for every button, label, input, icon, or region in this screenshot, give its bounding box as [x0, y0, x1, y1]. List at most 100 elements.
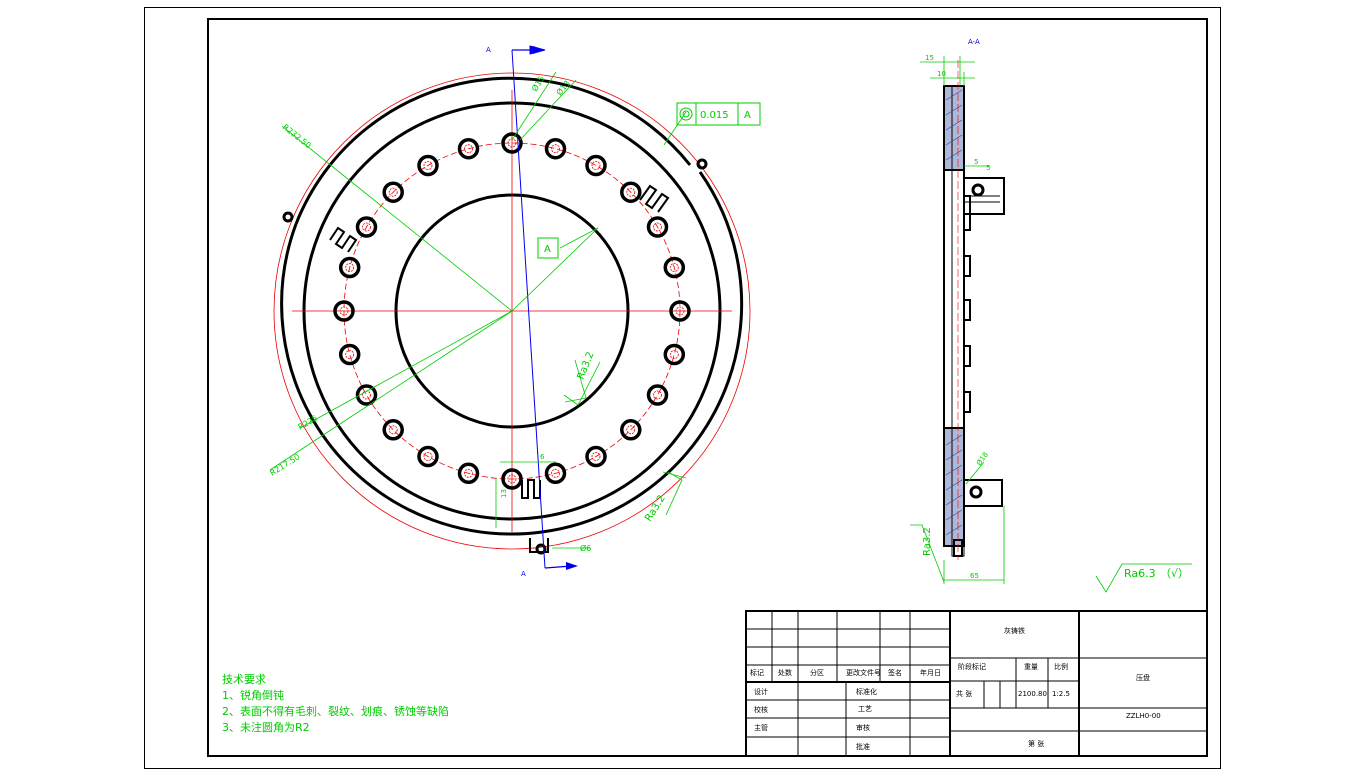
plate-outline	[280, 171, 744, 536]
tb-drawing-no: ZZLH0-00	[1126, 712, 1161, 720]
dim-inner-radius: R225	[297, 414, 320, 432]
bolt-hole-center	[464, 468, 473, 478]
technical-notes: 技术要求 1、锐角倒钝 2、表面不得有毛刺、裂纹、划痕、锈蚀等缺陷 3、未注圆角…	[222, 672, 449, 736]
section-label-top: A	[486, 46, 491, 54]
svg-text:工艺: 工艺	[858, 705, 872, 713]
svg-text:签名: 签名	[888, 668, 902, 677]
bolt-hole-center	[551, 468, 560, 478]
bolt-hole	[501, 132, 523, 154]
tb-material: 灰铸铁	[1004, 626, 1025, 635]
datum-label: A	[544, 244, 551, 255]
bolt-hole-center	[653, 390, 662, 400]
spring-clip-left	[329, 226, 358, 253]
notes-title: 技术要求	[222, 673, 266, 686]
bolt-hole-center	[507, 474, 517, 484]
dimension-leaders	[269, 71, 687, 549]
roughness-side: Ra3.2	[922, 527, 933, 556]
svg-text:比例: 比例	[1054, 662, 1068, 671]
inner-border	[207, 18, 1208, 757]
bolt-hole	[646, 384, 669, 406]
bolt-hole	[620, 181, 642, 203]
section-line	[511, 49, 546, 569]
svg-text:（√）: （√）	[1160, 567, 1189, 580]
spring-clip-right	[639, 184, 670, 213]
roughness-general: Ra6.3 （√）	[1095, 563, 1192, 593]
roughness-bore: Ra3.2	[643, 471, 683, 524]
bolt-hole	[585, 445, 607, 468]
svg-text:批准: 批准	[856, 742, 870, 751]
dim-side-65: 65	[970, 572, 979, 580]
bolt-hole	[382, 181, 404, 203]
bolt-hole-center	[675, 306, 685, 316]
bolt-hole	[501, 468, 523, 490]
datum-box: A	[537, 237, 559, 259]
spring-clip-bottom	[521, 479, 541, 499]
svg-text:2100.80: 2100.80	[1018, 690, 1047, 698]
bolt-hole-center	[388, 425, 398, 435]
edge-hole-right	[696, 158, 708, 170]
bolt-hole-center	[362, 222, 371, 232]
bolt-hole	[585, 154, 607, 177]
bolt-hole	[338, 256, 361, 279]
bolt-hole-center	[362, 390, 371, 400]
reference-circle	[273, 72, 751, 550]
bolt-hole-center	[591, 452, 601, 461]
tb-part-name: 压盘	[1136, 673, 1150, 682]
title-block-text: 灰铸铁 压盘 ZZLH0-00 标记 处数 分区 更改文件号 签名 年月日 阶段…	[750, 626, 1161, 751]
front-view: A A 0.015 A	[268, 45, 761, 578]
bolt-hole-center	[464, 144, 473, 154]
bolt-hole	[457, 137, 480, 160]
edge-hole-left	[282, 211, 294, 223]
svg-text:设计: 设计	[754, 687, 768, 696]
svg-text:第 张: 第 张	[1028, 739, 1044, 748]
outer-border	[144, 7, 1221, 769]
svg-text:1:2.5: 1:2.5	[1052, 690, 1070, 698]
dim-outer-radius: R232.50	[281, 122, 313, 150]
section-label-bottom: A	[521, 570, 526, 578]
section-view: A-A	[910, 38, 1005, 584]
bolt-hole-center	[423, 452, 433, 461]
bolt-hole-center	[339, 306, 349, 316]
svg-text:Ra3.2: Ra3.2	[576, 350, 597, 381]
dim-side-5b: 5	[986, 164, 990, 172]
bolt-hole-center	[626, 425, 636, 435]
bolt-hole-center	[626, 187, 636, 197]
note-item: 3、未注圆角为R2	[222, 721, 310, 734]
dim-small-hole-dia: Ø6	[580, 543, 591, 553]
dim-side-15: 15	[925, 54, 934, 62]
dim-slot-depth: 13	[500, 489, 508, 498]
title-block	[745, 610, 1208, 757]
bolt-hole	[663, 256, 686, 279]
bolt-hole	[620, 419, 642, 441]
svg-text:Ra3.2: Ra3.2	[643, 493, 668, 523]
plate-outline-top	[294, 76, 692, 225]
bolt-hole	[333, 300, 355, 322]
bolt-hole	[663, 343, 686, 366]
dim-pitch-radius: R217.50	[268, 452, 301, 477]
roughness-face: Ra3.2	[563, 350, 601, 406]
bolt-hole	[355, 216, 378, 238]
bolt-hole-center	[669, 263, 679, 272]
bolt-hole-center	[669, 350, 679, 359]
bolt-hole	[544, 462, 567, 485]
bolt-hole-center	[591, 161, 601, 170]
bolt-hole-center	[345, 263, 355, 272]
bolt-holes	[333, 132, 691, 490]
svg-text:阶段标记: 阶段标记	[958, 662, 986, 671]
svg-text:审核: 审核	[856, 723, 870, 732]
edge-hole-bottom	[535, 543, 547, 555]
bolt-hole	[417, 154, 439, 177]
bolt-hole	[417, 445, 439, 468]
bolt-hole-center	[423, 161, 433, 170]
dim-side-10: 10	[937, 70, 946, 78]
svg-text:处数: 处数	[778, 668, 792, 677]
bolt-hole-center	[388, 187, 398, 197]
bolt-hole-center	[551, 144, 560, 154]
bolt-hole-center	[653, 222, 662, 232]
bolt-hole	[457, 462, 480, 485]
dim-side-5a: 5	[974, 158, 978, 166]
svg-text:共 张: 共 张	[956, 689, 972, 698]
svg-text:标记: 标记	[750, 668, 764, 677]
tolerance-value: 0.015	[700, 110, 729, 121]
